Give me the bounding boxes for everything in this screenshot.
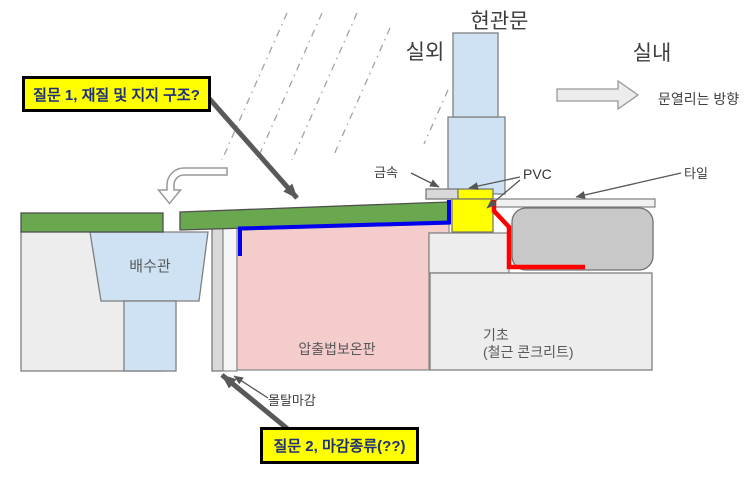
drain-pipe-body bbox=[123, 300, 177, 372]
foundation-label: 기초 (철근 콘크리트) bbox=[483, 327, 574, 361]
rain-lines bbox=[221, 12, 449, 161]
question1-text: 질문 1, 재질 및 지지 구조? bbox=[33, 86, 200, 104]
metal-pointer-arrow bbox=[410, 172, 440, 188]
foundation-step bbox=[428, 232, 510, 274]
pvc-pointer-arrow-side bbox=[486, 179, 521, 209]
tile-pointer-arrow bbox=[575, 172, 682, 199]
door-panel-upper bbox=[452, 32, 499, 118]
pvc-sill-block bbox=[451, 198, 494, 233]
insulation-label: 압출법보온판 bbox=[298, 341, 376, 357]
foundation-label-line2: (철근 콘크리트) bbox=[483, 344, 574, 360]
question1-arrow bbox=[205, 94, 299, 200]
threshold-block bbox=[511, 207, 654, 271]
mortar-finish-label: 몰탈마감 bbox=[268, 393, 316, 408]
pvc-label: PVC bbox=[523, 166, 552, 182]
metal-sill-plate bbox=[425, 188, 459, 200]
front-door-label: 현관문 bbox=[470, 10, 529, 33]
waterproof-line-blue bbox=[238, 200, 451, 256]
indoor-label: 실내 bbox=[632, 42, 672, 65]
tile-band bbox=[492, 198, 656, 208]
pvc-sill-top bbox=[457, 188, 494, 200]
mortar-layer-inner bbox=[222, 226, 238, 372]
left-deck-cap bbox=[20, 212, 164, 233]
drain-pipe-label: 배수관 bbox=[129, 258, 171, 275]
question1-callout: 질문 1, 재질 및 지지 구조? bbox=[22, 76, 211, 112]
pvc-pointer-arrow-top bbox=[468, 176, 521, 191]
question2-callout: 질문 2, 마감종류(??) bbox=[260, 427, 419, 464]
metal-label: 금속 bbox=[374, 165, 398, 180]
question2-arrow bbox=[220, 373, 291, 432]
outdoor-label: 실외 bbox=[405, 41, 445, 64]
foundation-block bbox=[429, 272, 653, 371]
tile-label: 타일 bbox=[684, 166, 708, 181]
question2-text: 질문 2, 마감종류(??) bbox=[273, 438, 406, 455]
drain-drop-arrow bbox=[156, 167, 228, 205]
door-direction-label: 문열리는 방향 bbox=[658, 91, 740, 107]
foundation-label-line1: 기초 bbox=[483, 327, 509, 343]
mortar-pointer-arrow bbox=[233, 375, 269, 399]
drain-funnel bbox=[89, 231, 209, 302]
mortar-layer-outer bbox=[211, 226, 224, 372]
door-direction-arrow bbox=[556, 79, 640, 111]
